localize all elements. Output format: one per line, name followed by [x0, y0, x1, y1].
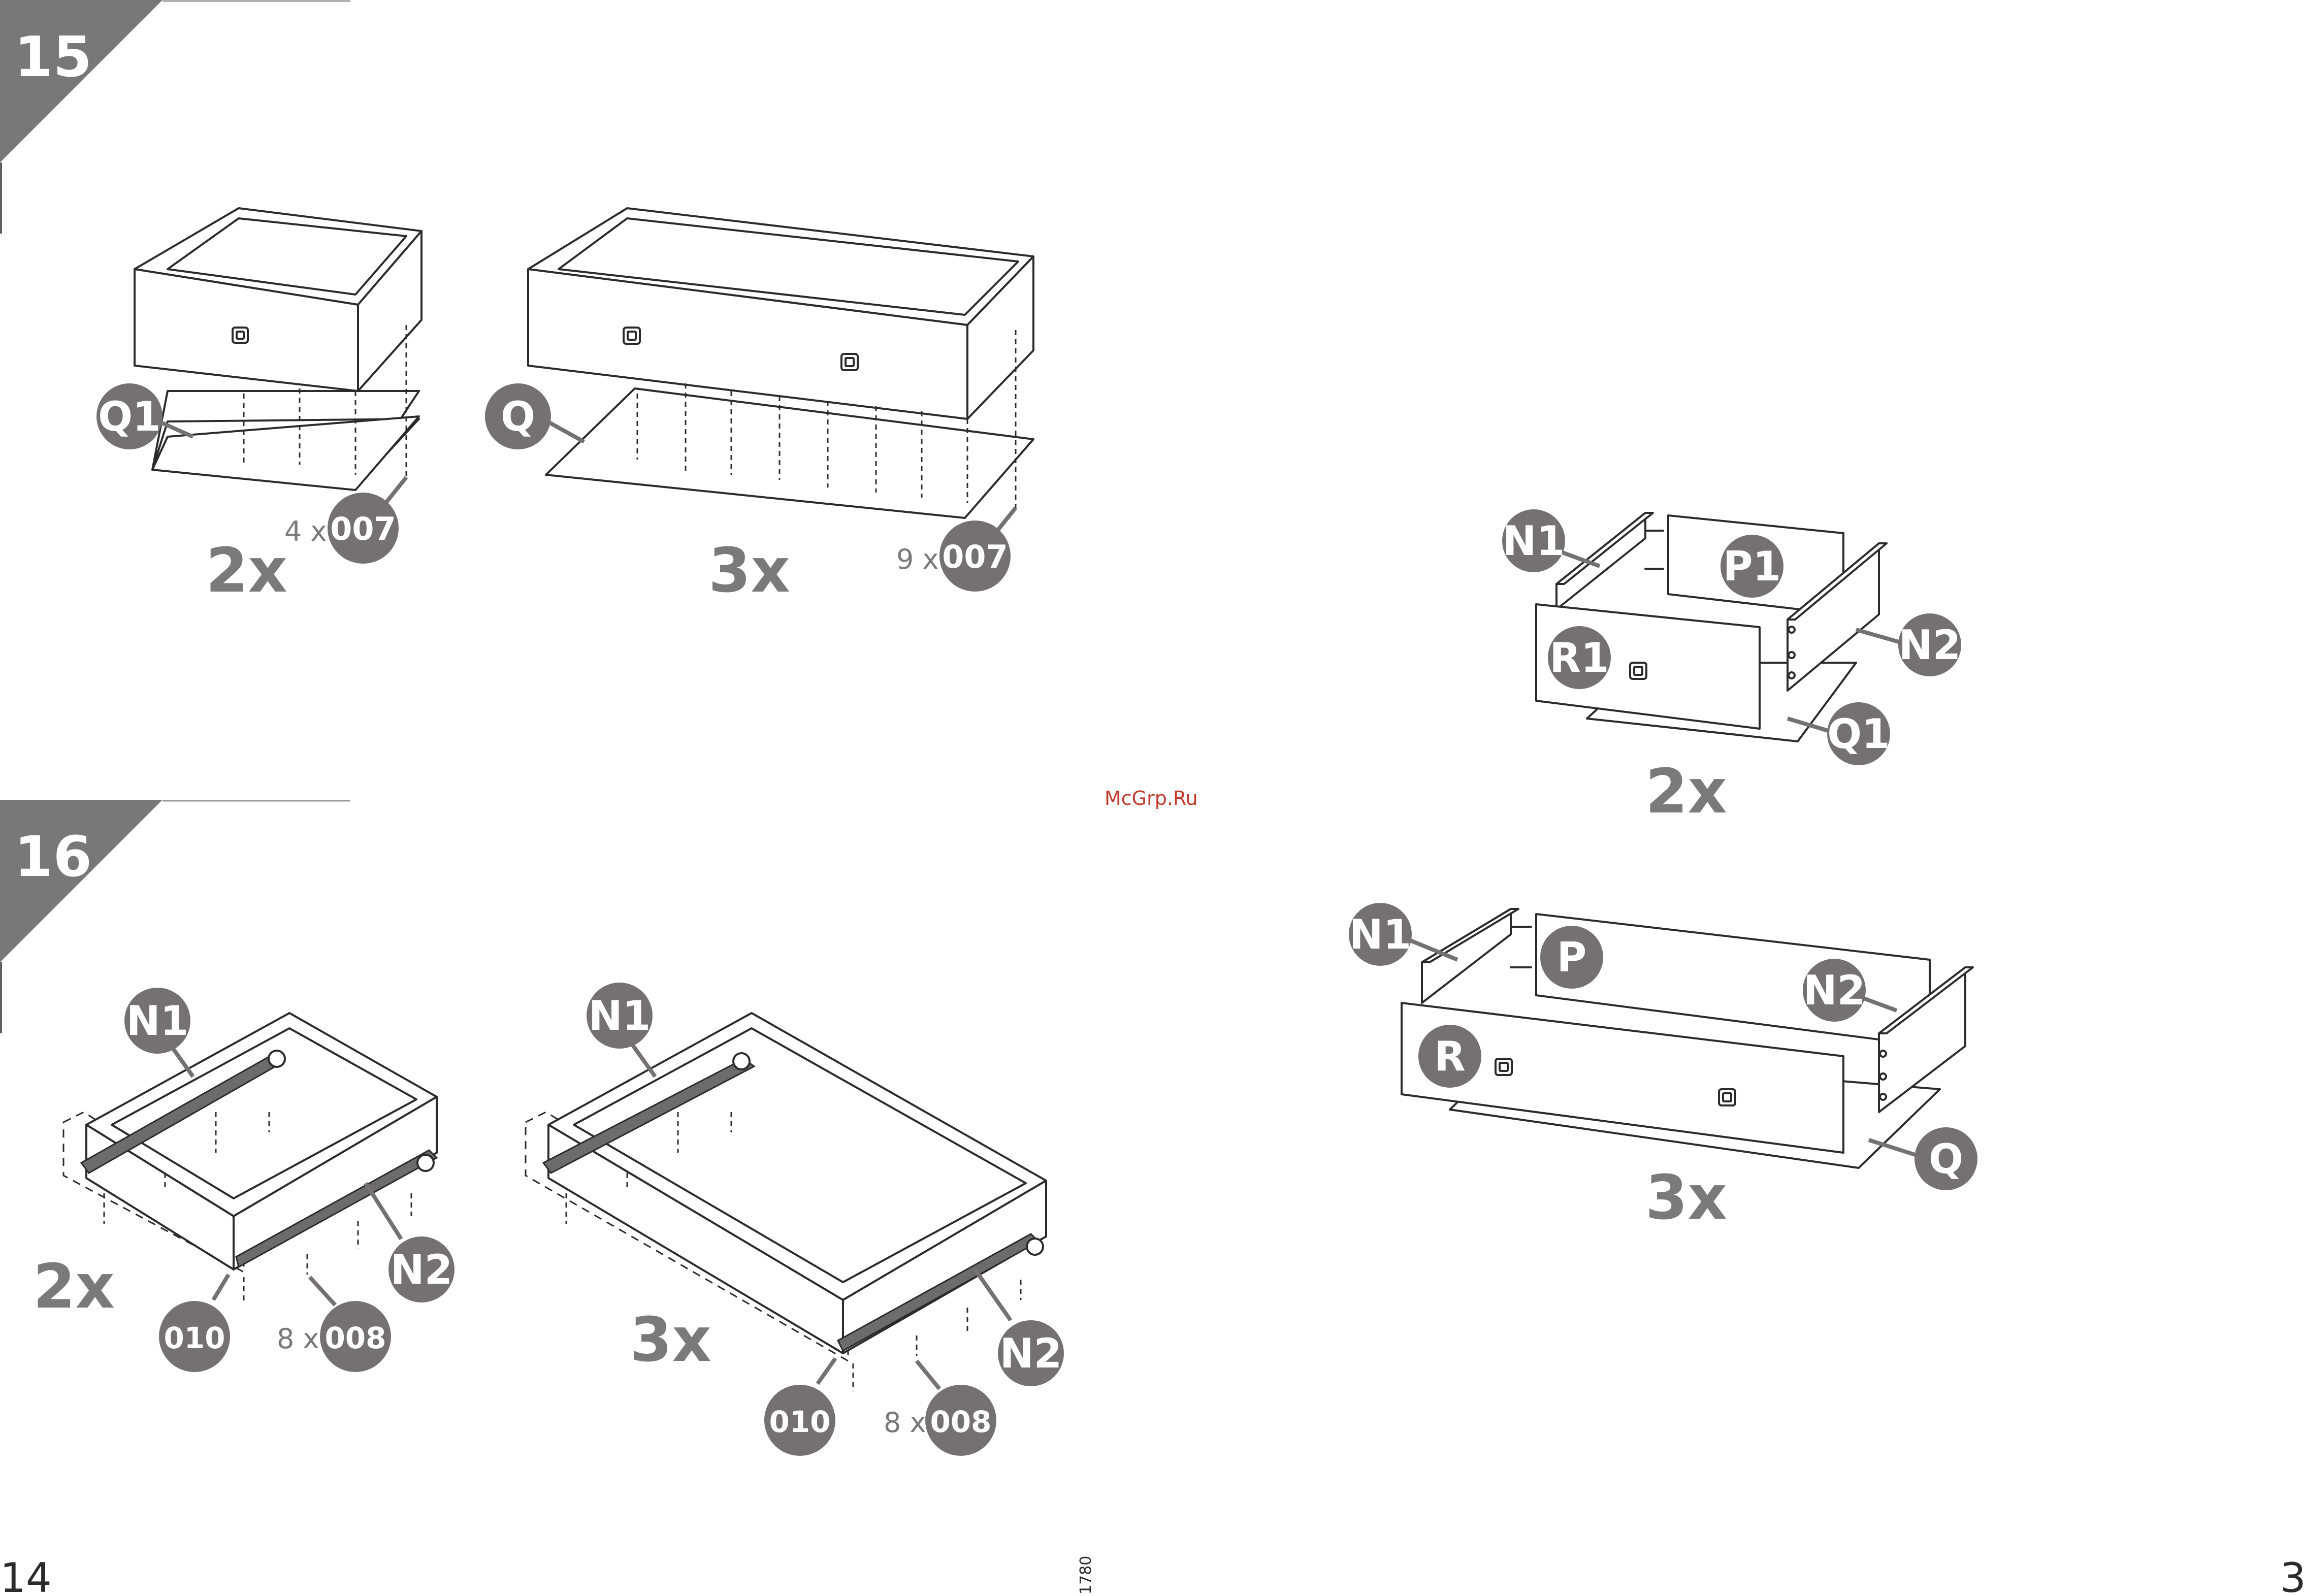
- step15-small-drawer: [135, 208, 421, 490]
- svg-text:Q1: Q1: [1827, 710, 1890, 758]
- svg-text:N2: N2: [1803, 967, 1866, 1014]
- multiplier-2x-right: 2x: [1645, 757, 1727, 827]
- qty-008-large: 8 x: [884, 1407, 926, 1439]
- step-15-badge: 15: [0, 0, 350, 234]
- bubble-p-label: P: [1557, 934, 1587, 981]
- svg-text:Q: Q: [501, 393, 535, 440]
- document-code: 1780: [1077, 1556, 1095, 1594]
- step15-large-drawer: [528, 208, 1033, 518]
- qty-007-large: 9 x: [896, 543, 938, 575]
- step16-small-drawer: [63, 1013, 437, 1302]
- bubble-q-step15: Q: [485, 383, 584, 449]
- svg-text:N1: N1: [589, 992, 651, 1039]
- bubble-007-small: 007: [328, 477, 406, 564]
- multiplier-3x-right: 3x: [1645, 1163, 1727, 1233]
- multiplier-2x-step15: 2x: [206, 536, 287, 606]
- svg-text:010: 010: [164, 1321, 225, 1355]
- watermark: McGrp.Ru: [1105, 787, 1198, 809]
- bubble-n1-right-small: N1: [1502, 509, 1600, 572]
- bubble-008-small: 008: [310, 1277, 391, 1372]
- step16-large-drawer: [526, 1013, 1046, 1391]
- right-small-exploded-drawer: [1536, 513, 1887, 741]
- bubble-r-label: R: [1434, 1033, 1466, 1080]
- bubble-n2-right-small: N2: [1856, 613, 1961, 676]
- svg-text:007: 007: [942, 538, 1008, 575]
- bubble-008-large: 008: [917, 1361, 996, 1456]
- svg-text:Q1: Q1: [98, 393, 161, 440]
- bubble-n2-step16-large: N2: [975, 1269, 1064, 1386]
- multiplier-3x-step16: 3x: [630, 1305, 711, 1376]
- qty-007-small: 4 x: [284, 515, 327, 547]
- bubble-p1-label: P1: [1723, 543, 1781, 590]
- page-number-left: 14: [0, 1554, 52, 1596]
- svg-text:N1: N1: [1503, 517, 1565, 565]
- step-16-number: 16: [14, 824, 92, 889]
- bubble-n1-step16-small: N1: [124, 988, 193, 1077]
- svg-text:Q: Q: [1929, 1135, 1963, 1183]
- svg-text:010: 010: [769, 1405, 830, 1439]
- multiplier-3x-step15: 3x: [708, 536, 790, 606]
- multiplier-2x-step16: 2x: [33, 1252, 115, 1322]
- bubble-010-small: 010: [159, 1275, 230, 1372]
- svg-text:N2: N2: [391, 1246, 453, 1293]
- right-large-exploded-drawer: [1402, 909, 1973, 1168]
- qty-008-small: 8 x: [277, 1323, 319, 1355]
- svg-text:N1: N1: [1349, 911, 1412, 958]
- svg-text:008: 008: [930, 1405, 991, 1439]
- bubble-007-large: 007: [939, 508, 1016, 592]
- step-15-number: 15: [14, 24, 92, 89]
- bubble-r1-label: R1: [1549, 634, 1609, 681]
- bubble-n2-step16-small: N2: [366, 1183, 455, 1302]
- page-number-right: 3: [2280, 1554, 2304, 1596]
- svg-text:N2: N2: [1000, 1330, 1062, 1377]
- svg-text:N1: N1: [126, 997, 189, 1045]
- svg-text:N2: N2: [1899, 622, 1961, 669]
- svg-text:008: 008: [324, 1321, 386, 1355]
- svg-text:007: 007: [330, 510, 396, 547]
- bubble-010-large: 010: [764, 1358, 835, 1456]
- bubble-n1-step16-large: N1: [587, 983, 655, 1077]
